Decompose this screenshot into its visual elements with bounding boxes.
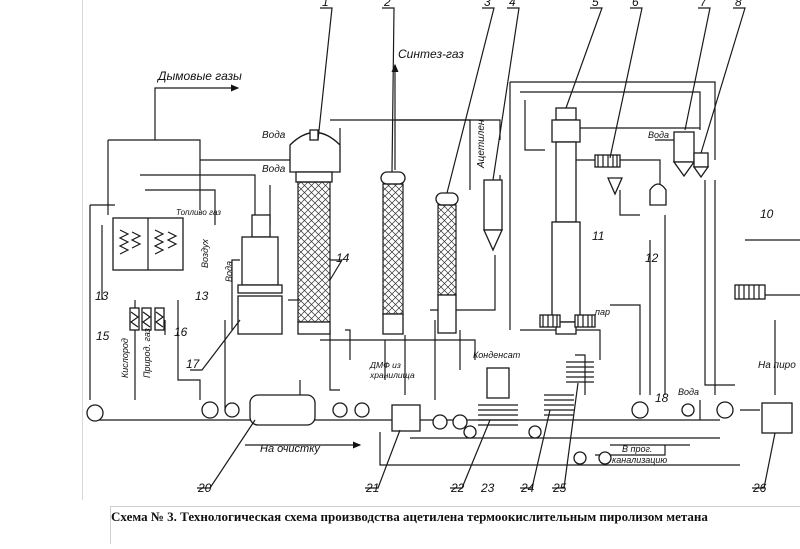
item-number: 13 [195,289,209,303]
leader-lines [190,7,776,489]
item-number: 2 [383,0,391,9]
item-number: 5 [592,0,599,9]
label-steam: пар [595,307,610,317]
label-acetylene: Ацетилен [476,119,487,169]
label-to-sewer-2: канализацию [612,455,667,465]
label-dmf-2: хранилища [369,370,415,380]
item-number: 14 [336,251,350,265]
label-water-5: Вода [678,387,699,397]
item-number: 11 [592,229,604,243]
item-number: 3 [484,0,491,9]
item-number: 21 [365,481,379,495]
label-oxygen: Кислород [120,338,130,378]
item-number: 10 [760,207,774,221]
equipment [86,107,793,465]
label-to-sewer-1: В прог. [622,444,652,454]
item-numbers: 1 2 3 4 5 6 7 8 10 11 12 13 13 14 15 16 … [95,0,774,495]
label-flue-gas: Дымовые газы [156,69,242,83]
item-number: 1 [322,0,329,9]
item-number: 4 [509,0,516,9]
item-number: 26 [752,481,767,495]
label-water-4: Вода [648,130,669,140]
item-number: 8 [735,0,742,9]
label-to-cleaning: На очистку [260,443,321,455]
label-condensate: Конденсат [473,350,521,360]
label-water-3: Вода [224,261,234,282]
item-number: 18 [655,391,669,405]
item-number: 20 [197,481,212,495]
label-water-1: Вода [262,130,286,141]
item-number: 15 [96,329,110,343]
label-water-2: Вода [262,164,286,175]
stream-labels: Дымовые газы Синтез-газ Ацетилен Вода Во… [120,47,796,465]
caption-text: Схема № 3. Технологическая схема произво… [111,509,708,524]
label-fuel-gas: Топливо газ [176,208,221,217]
item-number: 17 [186,357,201,371]
pumps [86,401,734,465]
item-number: 6 [632,0,639,9]
label-dmf-1: ДМФ из [369,360,401,370]
item-number: 12 [645,251,659,265]
pipelines [89,63,800,466]
label-to-pyro: На пиро [758,360,796,371]
item-number: 22 [450,481,465,495]
figure-caption: Схема № 3. Технологическая схема произво… [110,506,800,544]
item-number: 24 [520,481,535,495]
item-number: 23 [480,481,495,495]
item-number: 13 [95,289,109,303]
item-number: 7 [700,0,708,9]
label-air: Воздух [200,239,210,268]
item-number: 25 [552,481,567,495]
label-synthesis-gas: Синтез-газ [398,47,464,61]
label-natural-gas: Природ. газ [142,328,152,378]
item-number: 16 [174,325,188,339]
